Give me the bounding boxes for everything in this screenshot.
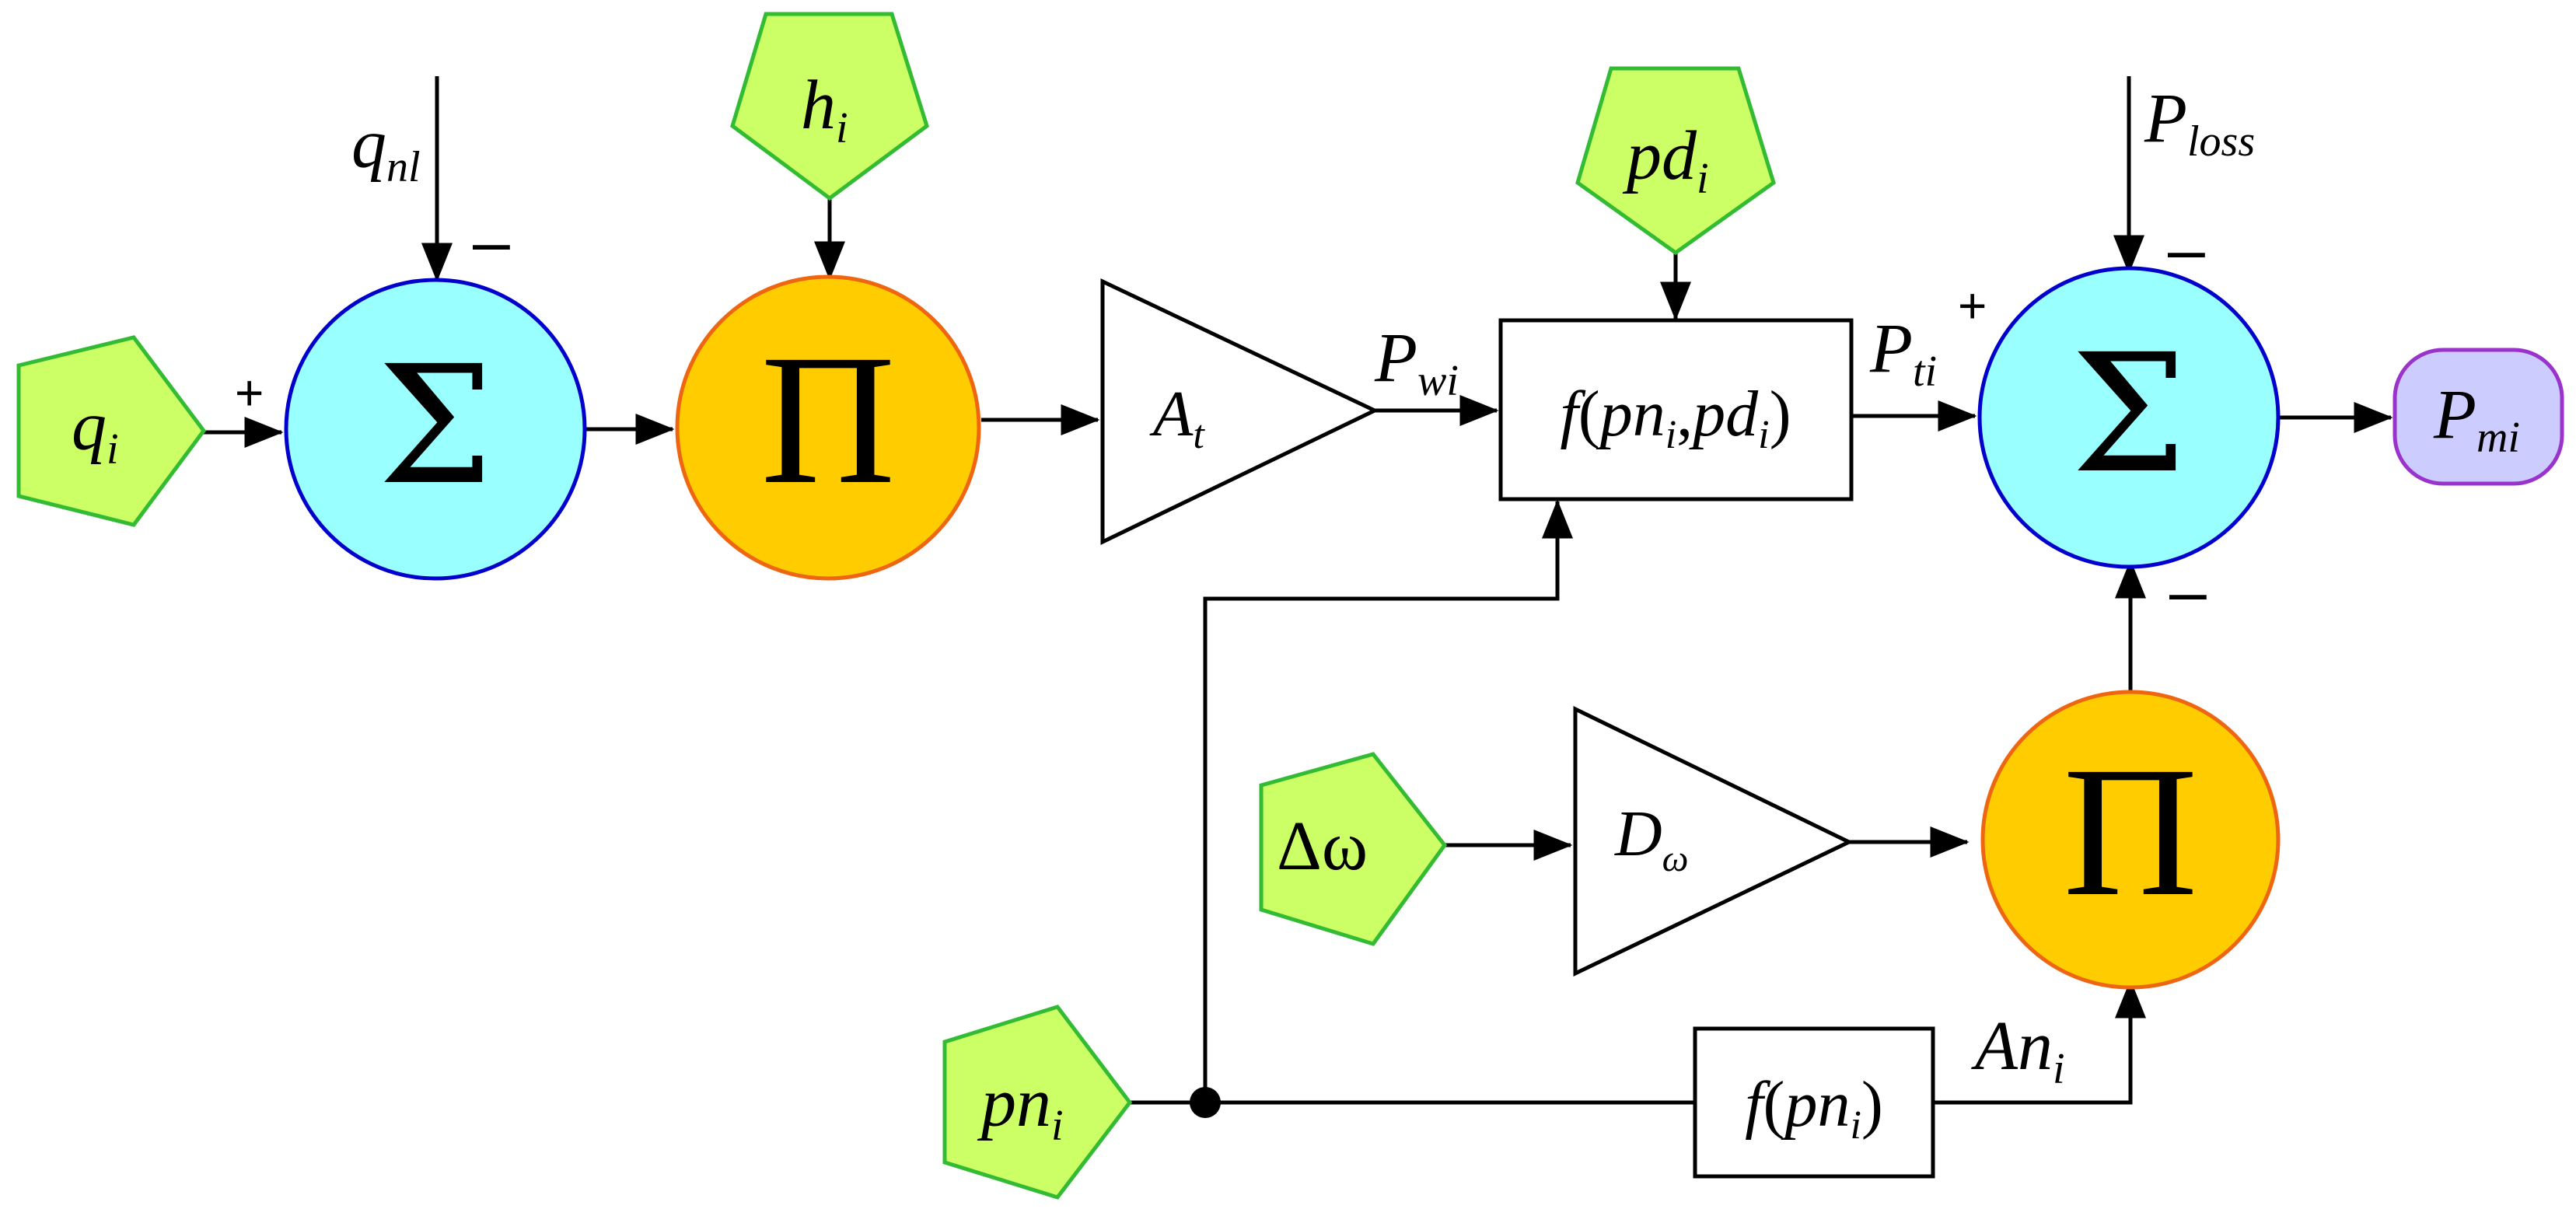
- product-symbol: Π: [760, 316, 895, 522]
- signal-pwi-label: Pwi: [1374, 320, 1459, 405]
- product-circle: [675, 274, 981, 581]
- junction-dot: [1190, 1087, 1221, 1118]
- signal-ani-label: Ani: [1971, 1008, 2065, 1093]
- function-block-main: f(pni,pdi): [1498, 318, 1854, 501]
- function-main-label: f(pni,pdi): [1560, 378, 1791, 457]
- input-pentagon: [1575, 66, 1776, 256]
- sum-circle: [1977, 266, 2281, 569]
- input-hi-label: hi: [801, 67, 848, 152]
- output-pmi-label: Pmi: [2433, 376, 2520, 462]
- product-circle: [1980, 690, 2281, 990]
- connection-wires: [204, 76, 2393, 1118]
- product-block-1: Π: [675, 274, 981, 581]
- gain-triangle: [1573, 706, 1854, 977]
- gain-block-dw: Dω: [1573, 706, 1854, 977]
- sum-symbol: Σ: [378, 330, 493, 521]
- output-pmi: Pmi: [2392, 348, 2564, 486]
- sum2-minus-top-sign: –: [2168, 212, 2205, 287]
- gain-dw-label: Dω: [1614, 798, 1689, 879]
- signal-pti-label: Pti: [1869, 310, 1937, 396]
- input-pentagon: [1259, 752, 1448, 946]
- function-box: [1693, 1026, 1935, 1179]
- input-qi-label: qi: [72, 388, 119, 473]
- sum2-minus-bottom-sign: –: [2169, 554, 2207, 629]
- input-dw-label: Δω: [1277, 808, 1368, 885]
- wire-func-an-to-product2: [1933, 979, 2146, 1105]
- gain-block-at: At: [1100, 278, 1379, 545]
- input-pentagon: [730, 12, 929, 201]
- signal-qnl-label: qnl: [351, 106, 421, 191]
- signal-ploss-label: Ploss: [2144, 80, 2255, 166]
- gain-triangle: [1100, 278, 1379, 545]
- input-dw: Δω: [1259, 752, 1448, 946]
- function-box: [1498, 318, 1854, 501]
- input-pentagon: [942, 1005, 1133, 1200]
- sum-junction-2: Σ: [1977, 266, 2281, 569]
- sum-junction-1: Σ: [284, 278, 587, 581]
- input-hi: hi: [730, 12, 929, 201]
- sum2-plus-sign: +: [1958, 278, 1987, 334]
- function-an-label: f(pni): [1745, 1068, 1883, 1148]
- gain-at-label: At: [1149, 378, 1205, 457]
- product-block-2: Π: [1980, 690, 2281, 990]
- input-pni: pni: [942, 1005, 1133, 1200]
- input-pentagon: [16, 335, 207, 527]
- sum1-plus-sign: +: [235, 365, 264, 421]
- wire-pni-to-func-main: [1203, 499, 1573, 1102]
- function-block-an: f(pni): [1693, 1026, 1935, 1179]
- input-pdi-label: pdi: [1622, 117, 1709, 203]
- sum-circle: [284, 278, 587, 581]
- product-symbol: Π: [2063, 728, 2197, 935]
- input-qi: qi: [16, 335, 207, 527]
- output-box: [2392, 348, 2564, 486]
- input-pdi: pdi: [1575, 66, 1776, 256]
- input-pni-label: pni: [977, 1064, 1064, 1150]
- sum-symbol: Σ: [2071, 319, 2186, 509]
- sum1-minus-sign: –: [473, 204, 510, 279]
